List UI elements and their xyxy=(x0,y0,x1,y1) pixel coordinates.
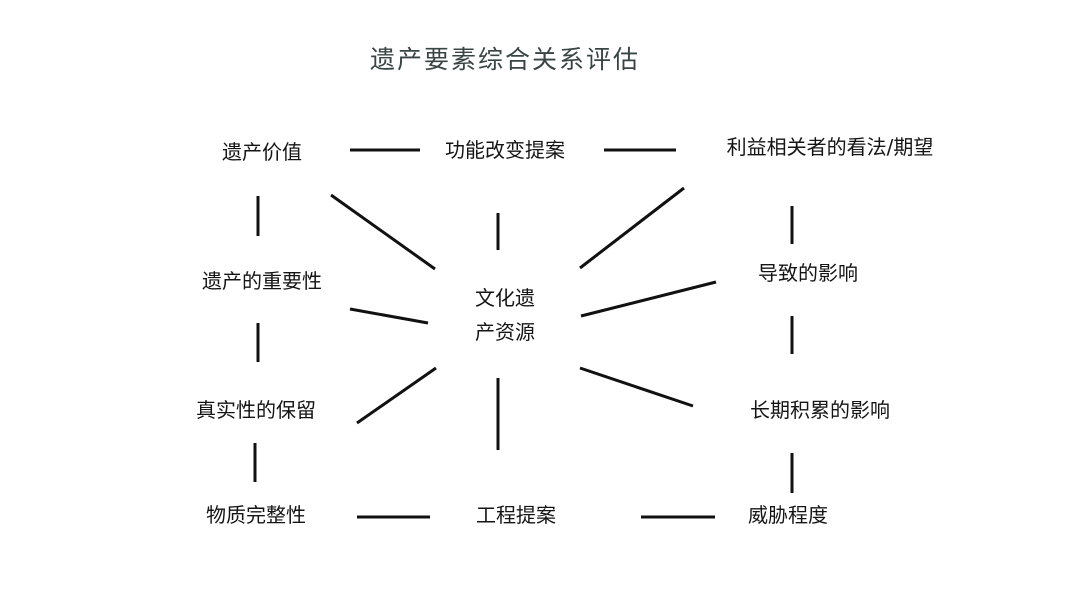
node-authenticity: 真实性的保留 xyxy=(196,398,316,422)
center-line-1: 文化遗 xyxy=(475,286,535,310)
edge-significance-center xyxy=(349,307,429,325)
node-heritage-value: 遗产价值 xyxy=(222,140,302,164)
node-cultural-heritage-resource: 文化遗 产资源 xyxy=(475,281,535,349)
edge-value-center xyxy=(330,193,436,271)
node-stakeholders: 利益相关者的看法/期望 xyxy=(726,135,934,159)
node-threat-level: 威胁程度 xyxy=(748,503,828,527)
edge-authenticity-center xyxy=(356,366,437,425)
center-line-2: 产资源 xyxy=(475,320,535,344)
edge-stakeholders-center xyxy=(579,186,685,270)
node-physical-integrity: 物质完整性 xyxy=(206,503,306,527)
node-function-change: 功能改变提案 xyxy=(445,138,565,162)
diagram-title: 遗产要素综合关系评估 xyxy=(369,45,640,74)
node-cumulative-impact: 长期积累的影响 xyxy=(750,398,890,422)
node-engineering-proposal: 工程提案 xyxy=(476,503,556,527)
node-resulting-impact: 导致的影响 xyxy=(758,261,858,285)
node-heritage-significance: 遗产的重要性 xyxy=(202,269,322,293)
edge-impact-center xyxy=(580,280,717,318)
edge-cumulative-center xyxy=(579,366,694,408)
